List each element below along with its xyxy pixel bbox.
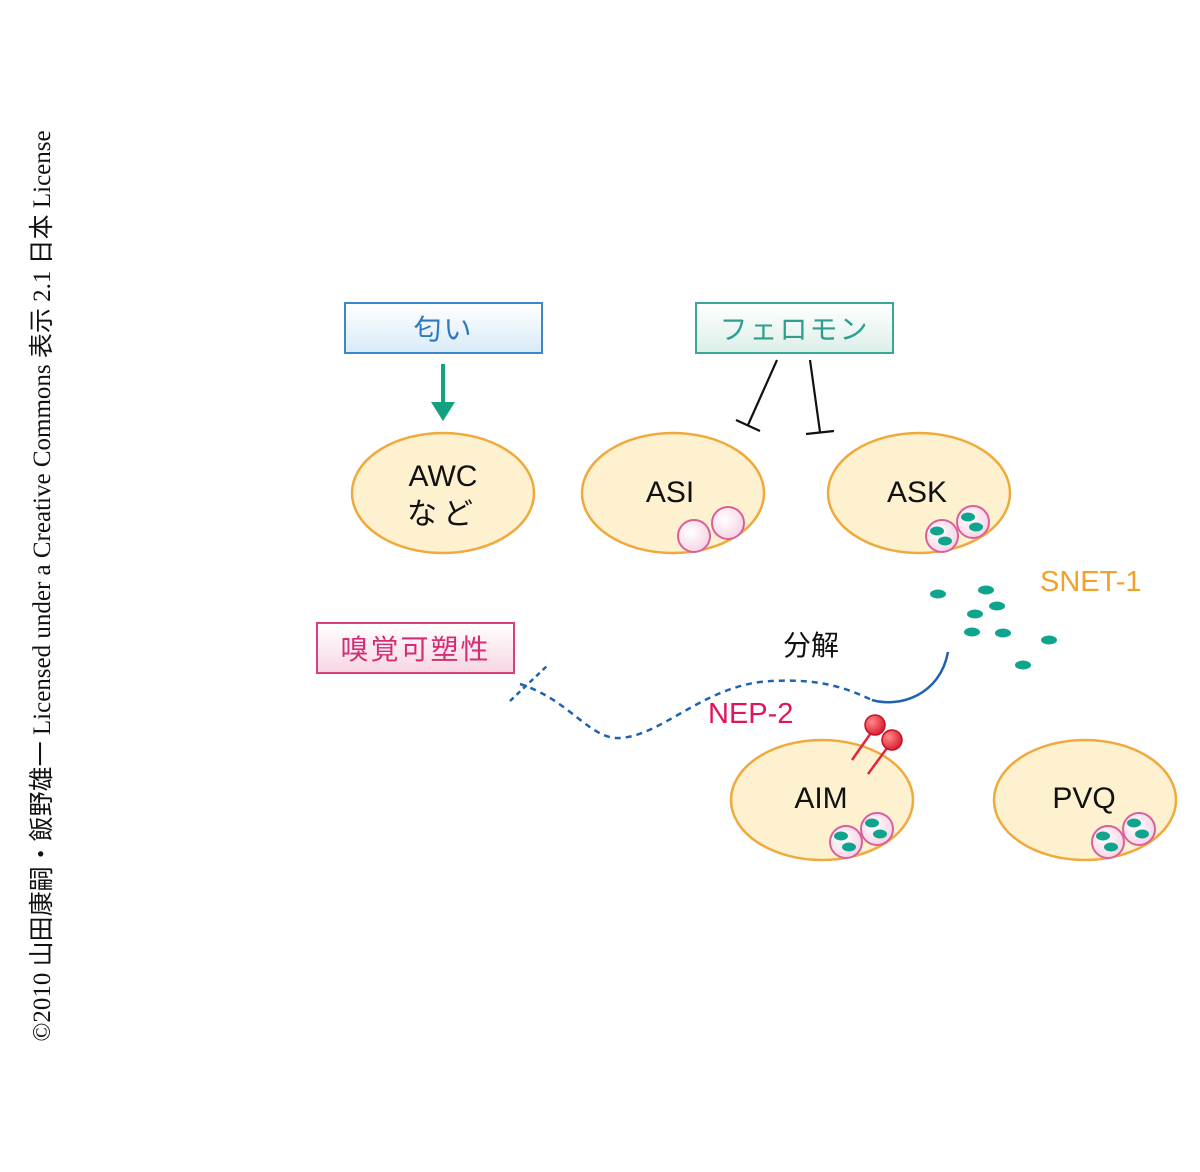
- label-awc: AWC など: [393, 458, 493, 534]
- label-awc-line1: AWC: [408, 460, 478, 493]
- label-ask: ASK: [886, 476, 948, 509]
- asi-vesicles: [677, 506, 745, 553]
- nep2-enzyme: [850, 714, 903, 775]
- label-aim: AIM: [794, 782, 848, 815]
- pheromone-inhibition-asi: [735, 359, 779, 432]
- degradation-pathway: [519, 679, 873, 740]
- odor-arrow: [431, 364, 455, 421]
- pheromone-inhibition-ask: [805, 359, 835, 436]
- pheromone-box: フェロモン: [695, 302, 894, 354]
- odor-box: 匂い: [344, 302, 543, 354]
- aim-vesicles: [829, 812, 894, 859]
- label-snet1: SNET-1: [1040, 566, 1142, 598]
- label-pvq: PVQ: [1052, 782, 1116, 815]
- pvq-vesicles: [1091, 812, 1156, 859]
- label-asi: ASI: [645, 476, 695, 509]
- label-nep2: NEP-2: [708, 698, 794, 730]
- label-degradation: 分解: [783, 630, 840, 661]
- ask-vesicles: [925, 505, 990, 553]
- snet1-peptides: [930, 585, 1057, 670]
- plasticity-inhibition-bar: [509, 664, 549, 702]
- cell-awc: [350, 431, 536, 555]
- label-awc-line2: など: [407, 498, 479, 531]
- olfactory-plasticity-box: 嗅覚可塑性: [316, 622, 515, 674]
- snet1-degradation-curve: [871, 651, 950, 704]
